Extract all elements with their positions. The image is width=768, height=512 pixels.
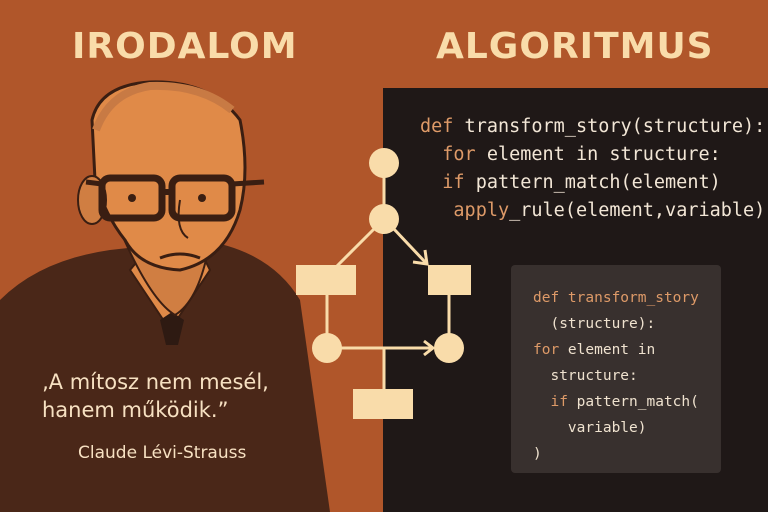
- flow-box-bottom: [353, 389, 413, 419]
- code-keyword: for: [533, 342, 560, 358]
- quote-line-1: ‚A mítosz nem mesél,: [42, 370, 269, 394]
- code-text: pattern_match(element): [464, 172, 721, 193]
- code-text: (structure):: [533, 316, 656, 332]
- flow-node-decision: [369, 204, 399, 234]
- code-text: _rule(element,variable): [509, 200, 766, 221]
- code-text: structure:: [533, 368, 638, 384]
- quote-line-2: hanem működik.”: [42, 398, 229, 422]
- heading-literature: IRODALOM: [72, 26, 298, 67]
- code-keyword: if: [533, 394, 568, 410]
- flow-node-left: [312, 333, 342, 363]
- flow-node-right: [434, 333, 464, 363]
- flow-node-start: [369, 148, 399, 178]
- code-keyword: apply: [453, 200, 510, 221]
- code-keyword: for: [442, 144, 476, 165]
- code-snippet-box: def transform_story (structure): for ele…: [511, 265, 721, 473]
- code-snippet-main: def transform_story(structure): for elem…: [420, 113, 765, 225]
- code-text: transform_story(structure):: [453, 116, 766, 137]
- code-keyword: def transform_story: [533, 290, 699, 306]
- code-keyword: if: [442, 172, 465, 193]
- code-keyword: def: [420, 116, 454, 137]
- flow-box-left: [296, 265, 356, 295]
- code-text: element in: [559, 342, 656, 358]
- quote-author: Claude Lévi-Strauss: [78, 443, 247, 463]
- flow-box-right: [428, 265, 471, 295]
- code-text: pattern_match(: [567, 394, 699, 410]
- code-text: element in structure:: [475, 144, 721, 165]
- quote-text: ‚A mítosz nem mesél, hanem működik.”: [42, 368, 269, 424]
- code-text: ): [533, 446, 542, 462]
- heading-algorithm: ALGORITMUS: [436, 26, 714, 67]
- code-text: variable): [533, 420, 647, 436]
